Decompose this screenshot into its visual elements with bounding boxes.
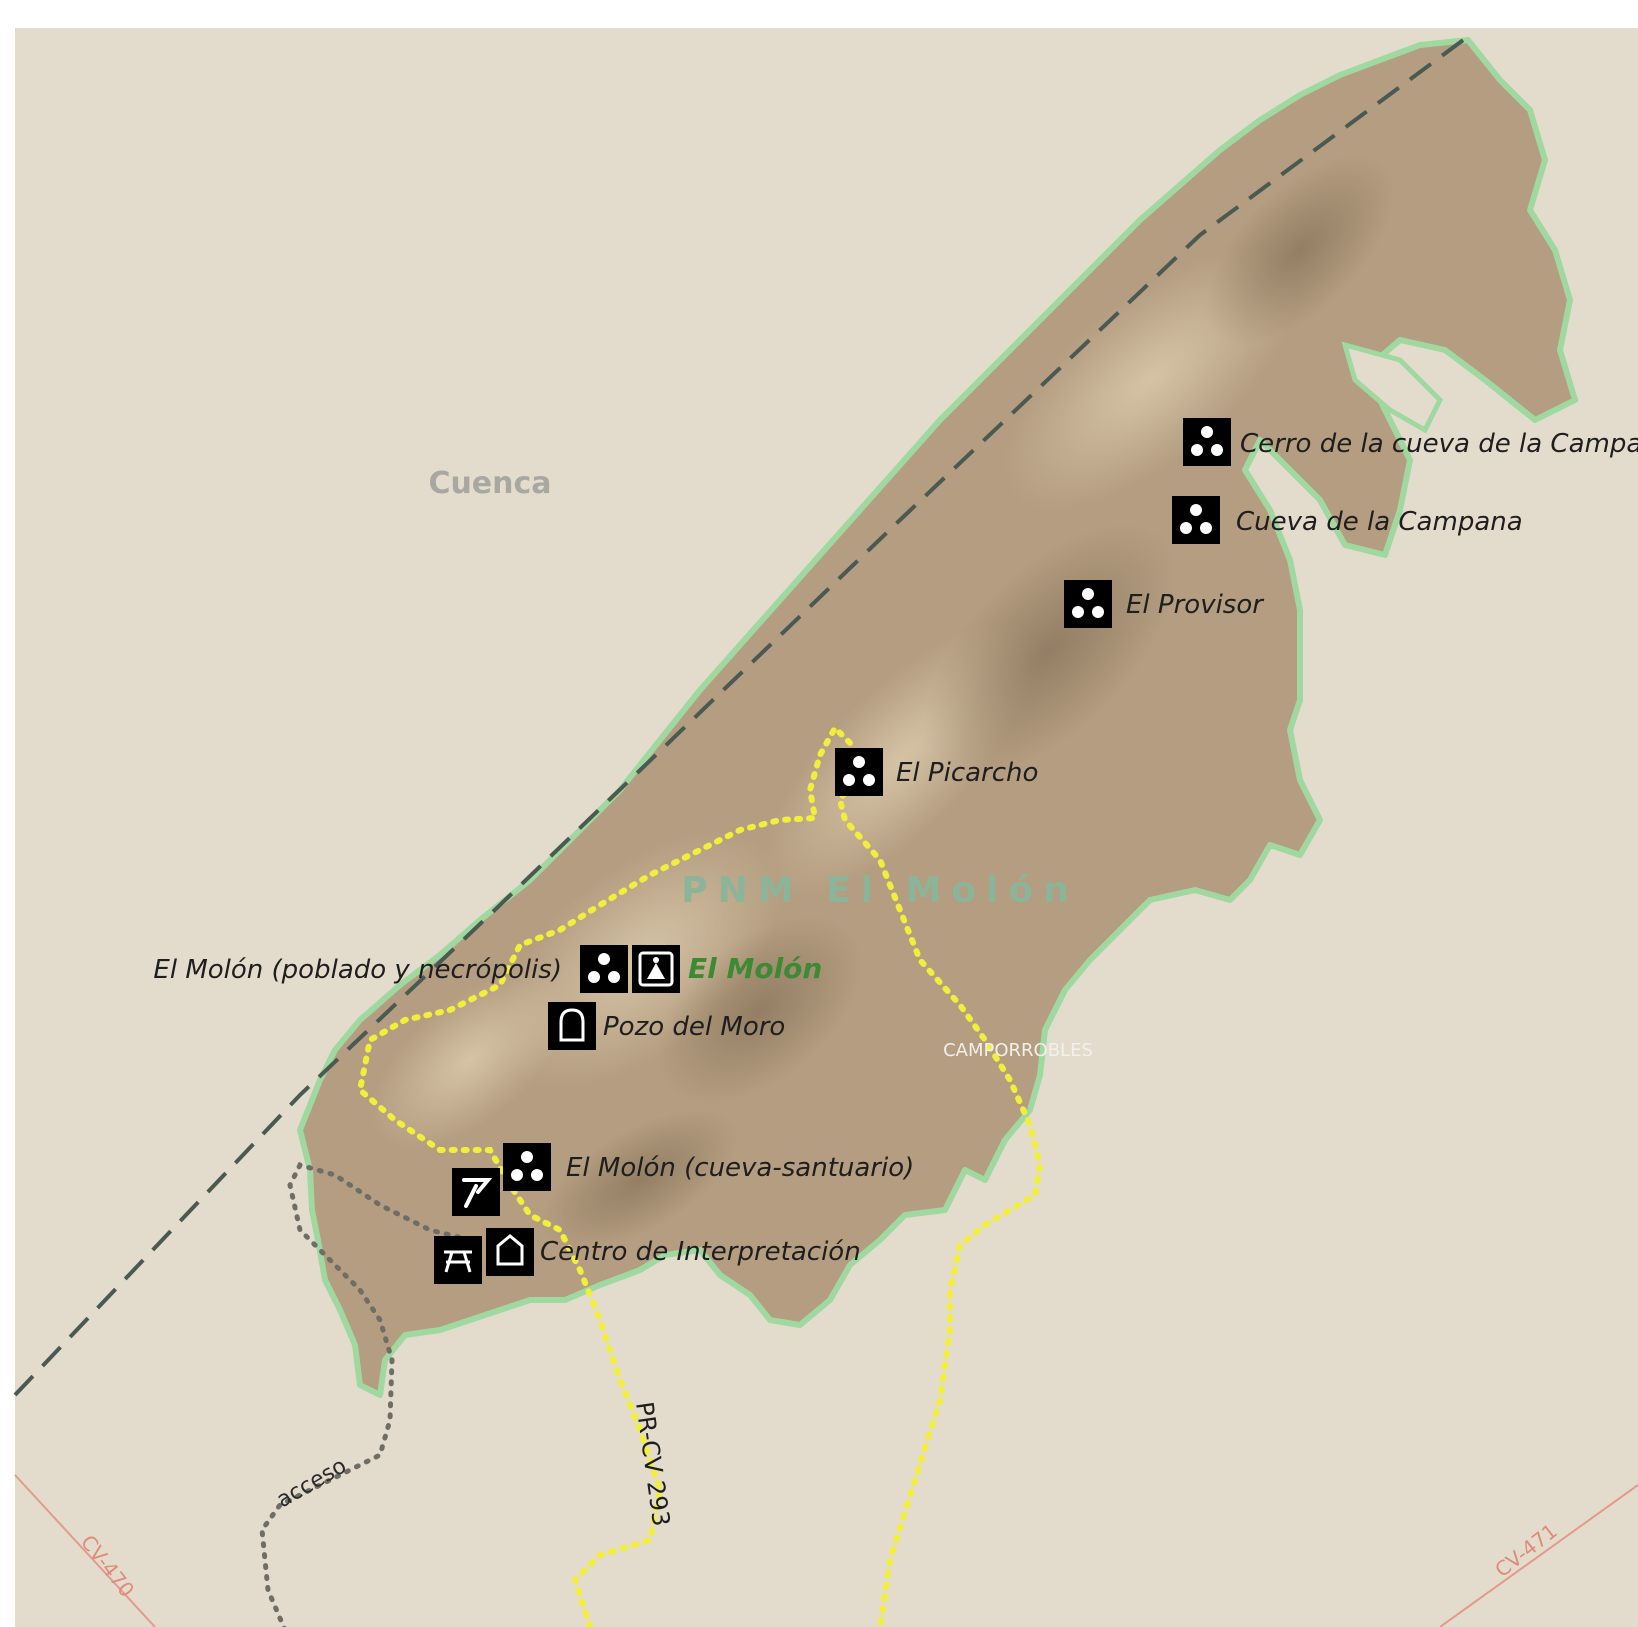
picnic-area-icon: [444, 1250, 472, 1273]
viewpoint-icon: [462, 1178, 493, 1208]
archaeological-site-icon: [843, 756, 875, 786]
poi-label: Cueva de la Campana: [1236, 507, 1523, 537]
poi-label: Cerro de la cueva de la Campana: [1240, 429, 1638, 459]
poi-centro-interpretacion[interactable]: Centro de Interpretación: [486, 1228, 861, 1276]
well-icon: [559, 1008, 585, 1042]
poi-label: El Provisor: [1126, 590, 1265, 620]
poi-el-molon-cueva-santuario[interactable]: El Molón (cueva-santuario): [503, 1143, 914, 1191]
archaeological-site-icon: [1191, 426, 1223, 456]
access-path: [259, 1162, 473, 1627]
poi-label: Centro de Interpretación: [540, 1237, 861, 1267]
town-label: CAMPORROBLES: [943, 1040, 1093, 1061]
poi-label: El Picarcho: [896, 758, 1038, 788]
park-terrain: [297, 37, 1578, 1398]
summit-el-molon[interactable]: El Molón: [632, 945, 822, 993]
trail-pr-cv-293: [356, 723, 1044, 1627]
poi-label: Pozo del Moro: [603, 1012, 785, 1042]
archaeological-site-icon: [511, 1151, 543, 1181]
archaeological-site-icon: [588, 953, 620, 983]
archaeological-site-icon: [1072, 588, 1104, 618]
province-boundary: [13, 33, 1472, 1397]
region-label: Cuenca: [428, 466, 551, 501]
picnic-area[interactable]: [434, 1236, 482, 1284]
poi-pozo-del-moro[interactable]: Pozo del Moro: [548, 1002, 785, 1050]
poi-label: El Molón (cueva-santuario): [566, 1153, 914, 1183]
peak-label: El Molón: [688, 952, 822, 985]
roads: [14, 1474, 1638, 1627]
poi-el-picarcho[interactable]: El Picarcho: [835, 748, 1038, 796]
summit-icon: [638, 951, 674, 987]
park-label: PNM El Molón: [681, 870, 1079, 911]
poi-label: El Molón (poblado y necrópolis): [153, 955, 562, 985]
poi-el-provisor[interactable]: El Provisor: [1064, 580, 1265, 628]
poi-cueva-campana[interactable]: Cueva de la Campana: [1172, 496, 1523, 544]
poi-cerro-cueva-campana[interactable]: Cerro de la cueva de la Campana: [1183, 418, 1638, 466]
archaeological-site-icon: [1180, 504, 1212, 534]
poi-el-molon-poblado[interactable]: El Molón (poblado y necrópolis): [153, 945, 628, 993]
viewpoint[interactable]: [452, 1168, 500, 1216]
interpretation-center-icon: [496, 1234, 524, 1266]
